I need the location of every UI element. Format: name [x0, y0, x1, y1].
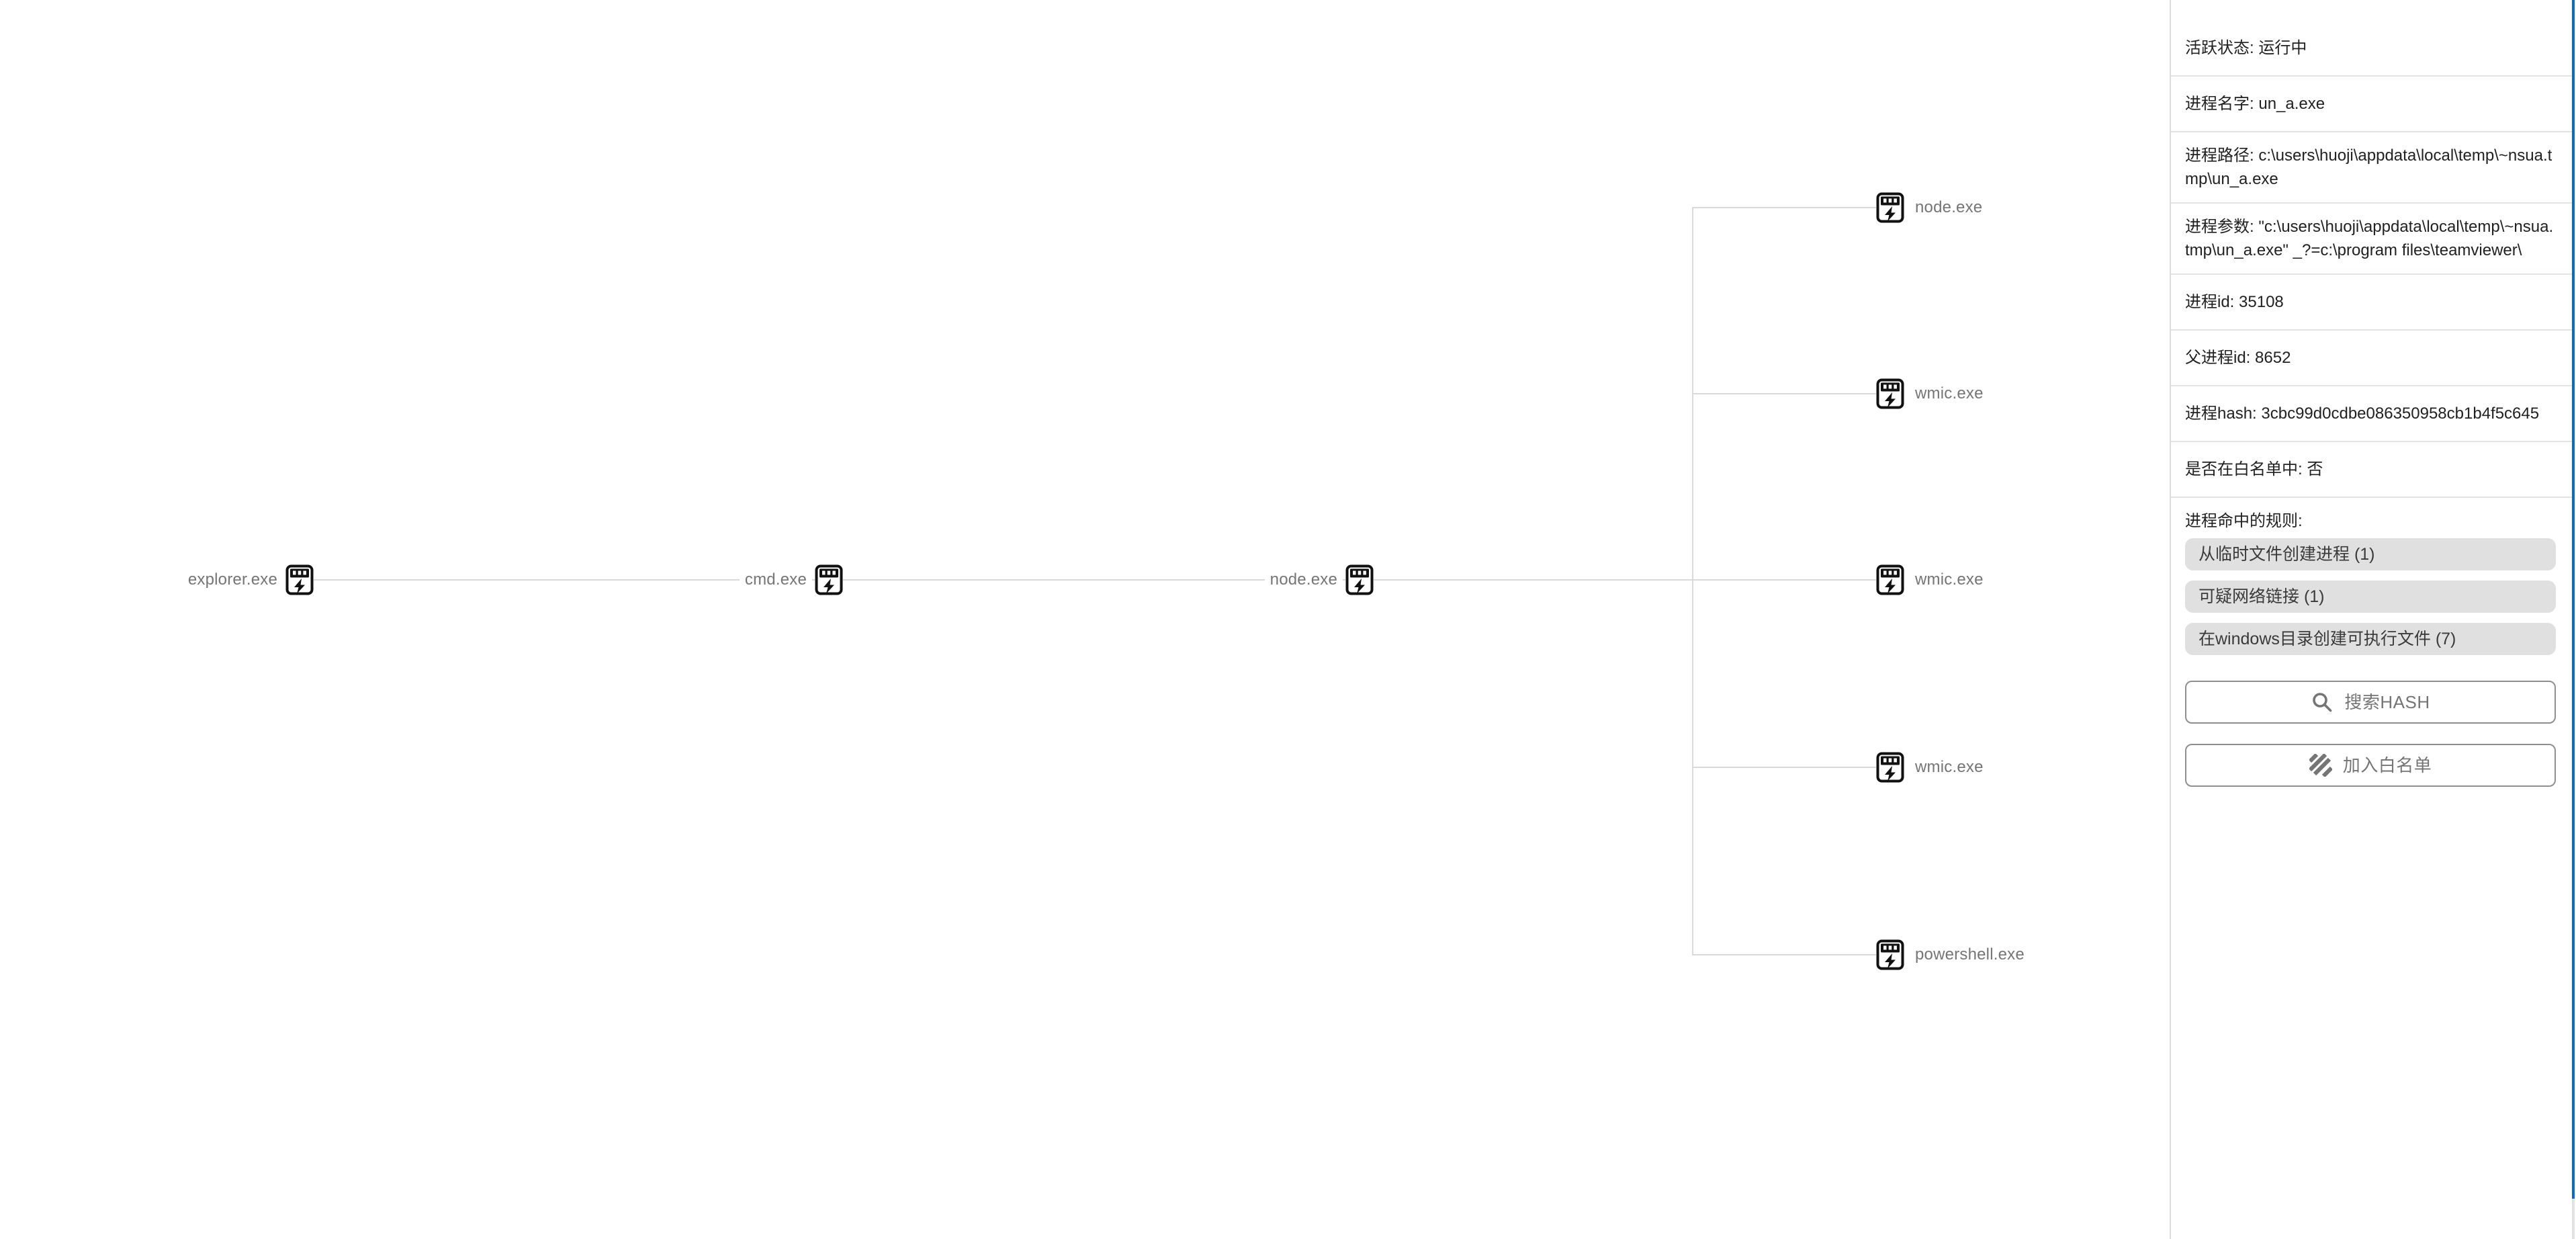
tree-node-child-wmic-1[interactable]: wmic.exe [1876, 378, 1989, 409]
process-icon [1876, 564, 1904, 595]
rule-chip-windows-dir-exe[interactable]: 在windows目录创建可执行文件 (7) [2185, 623, 2556, 655]
tree-node-label: explorer.exe [182, 570, 283, 589]
process-details-panel: 活跃状态: 运行中 进程名字: un_a.exe 进程路径: c:\users\… [2170, 0, 2576, 1239]
process-icon [1876, 752, 1904, 783]
scrollbar-track [2572, 1199, 2575, 1239]
field-value: "c:\users\huoji\appdata\local\temp\~nsua… [2185, 218, 2554, 259]
field-value: 35108 [2239, 293, 2284, 311]
add-whitelist-label: 加入白名单 [2342, 755, 2432, 775]
field-value: 否 [2307, 460, 2323, 478]
tree-line-child-2 [1692, 393, 1890, 394]
tree-node-child-node[interactable]: node.exe [1876, 192, 1988, 223]
tree-node-child-wmic-2[interactable]: wmic.exe [1876, 564, 1989, 595]
field-process-path: 进程路径: c:\users\huoji\appdata\local\temp\… [2171, 132, 2576, 204]
tree-node-label: node.exe [1264, 570, 1343, 589]
tree-line-vertical [1692, 207, 1693, 955]
field-value: c:\users\huoji\appdata\local\temp\~nsua.… [2185, 146, 2552, 188]
process-icon [815, 564, 843, 595]
process-icon [1345, 564, 1374, 595]
field-process-name: 进程名字: un_a.exe [2171, 77, 2576, 132]
tree-node-child-powershell[interactable]: powershell.exe [1876, 939, 2030, 970]
field-whitelist-status: 是否在白名单中: 否 [2171, 442, 2576, 498]
field-value: 运行中 [2258, 39, 2307, 57]
tree-node-label: wmic.exe [1910, 570, 1989, 589]
tree-node-child-wmic-3[interactable]: wmic.exe [1876, 752, 1989, 783]
field-parent-process-id: 父进程id: 8652 [2171, 331, 2576, 386]
process-tree: explorer.exe cmd.exe node.exe [182, 192, 2030, 970]
process-icon [1876, 939, 1904, 970]
scrollbar-thumb[interactable] [2572, 0, 2575, 1199]
field-label: 进程参数: [2185, 218, 2254, 236]
field-label: 是否在白名单中: [2185, 460, 2303, 478]
scrollbar [2572, 0, 2576, 1239]
tree-node-label: wmic.exe [1910, 758, 1989, 777]
field-label: 进程hash: [2185, 404, 2257, 423]
tree-node-node[interactable]: node.exe [1264, 564, 1374, 595]
search-hash-label: 搜索HASH [2344, 691, 2430, 712]
rule-chip-temp-file[interactable]: 从临时文件创建进程 (1) [2185, 538, 2556, 570]
tree-node-explorer[interactable]: explorer.exe [182, 564, 314, 595]
process-icon [1876, 192, 1904, 223]
field-value: 8652 [2255, 349, 2291, 367]
field-process-args: 进程参数: "c:\users\huoji\appdata\local\temp… [2171, 204, 2576, 275]
process-icon [285, 564, 314, 595]
rules-section: 进程命中的规则: 从临时文件创建进程 (1) 可疑网络链接 (1) 在windo… [2171, 498, 2576, 655]
search-icon [2313, 693, 2332, 712]
tree-node-label: wmic.exe [1910, 384, 1989, 403]
field-value: un_a.exe [2258, 95, 2325, 113]
tree-line-main [300, 579, 1890, 581]
tree-line-child-1 [1692, 207, 1890, 208]
tree-node-label: node.exe [1910, 198, 1988, 217]
tree-node-label: powershell.exe [1910, 945, 2030, 964]
field-active-state: 活跃状态: 运行中 [2171, 21, 2576, 77]
field-label: 父进程id: [2185, 349, 2251, 367]
field-process-id: 进程id: 35108 [2171, 275, 2576, 331]
rule-chip-suspicious-network[interactable]: 可疑网络链接 (1) [2185, 581, 2556, 613]
tree-node-cmd[interactable]: cmd.exe [739, 564, 843, 595]
rules-label: 进程命中的规则: [2185, 512, 2303, 530]
field-label: 进程id: [2185, 293, 2235, 311]
process-icon [1876, 378, 1904, 409]
field-label: 进程名字: [2185, 95, 2254, 113]
stripes-icon [2309, 754, 2332, 777]
add-whitelist-button[interactable]: 加入白名单 [2185, 744, 2556, 787]
tree-line-child-5 [1692, 954, 1890, 955]
tree-line-child-4 [1692, 767, 1890, 768]
search-hash-button[interactable]: 搜索HASH [2185, 681, 2556, 724]
field-value: 3cbc99d0cdbe086350958cb1b4f5c645 [2261, 404, 2540, 423]
field-label: 活跃状态: [2185, 39, 2254, 57]
tree-node-label: cmd.exe [739, 570, 812, 589]
field-label: 进程路径: [2185, 146, 2254, 165]
field-process-hash: 进程hash: 3cbc99d0cdbe086350958cb1b4f5c645 [2171, 386, 2576, 442]
